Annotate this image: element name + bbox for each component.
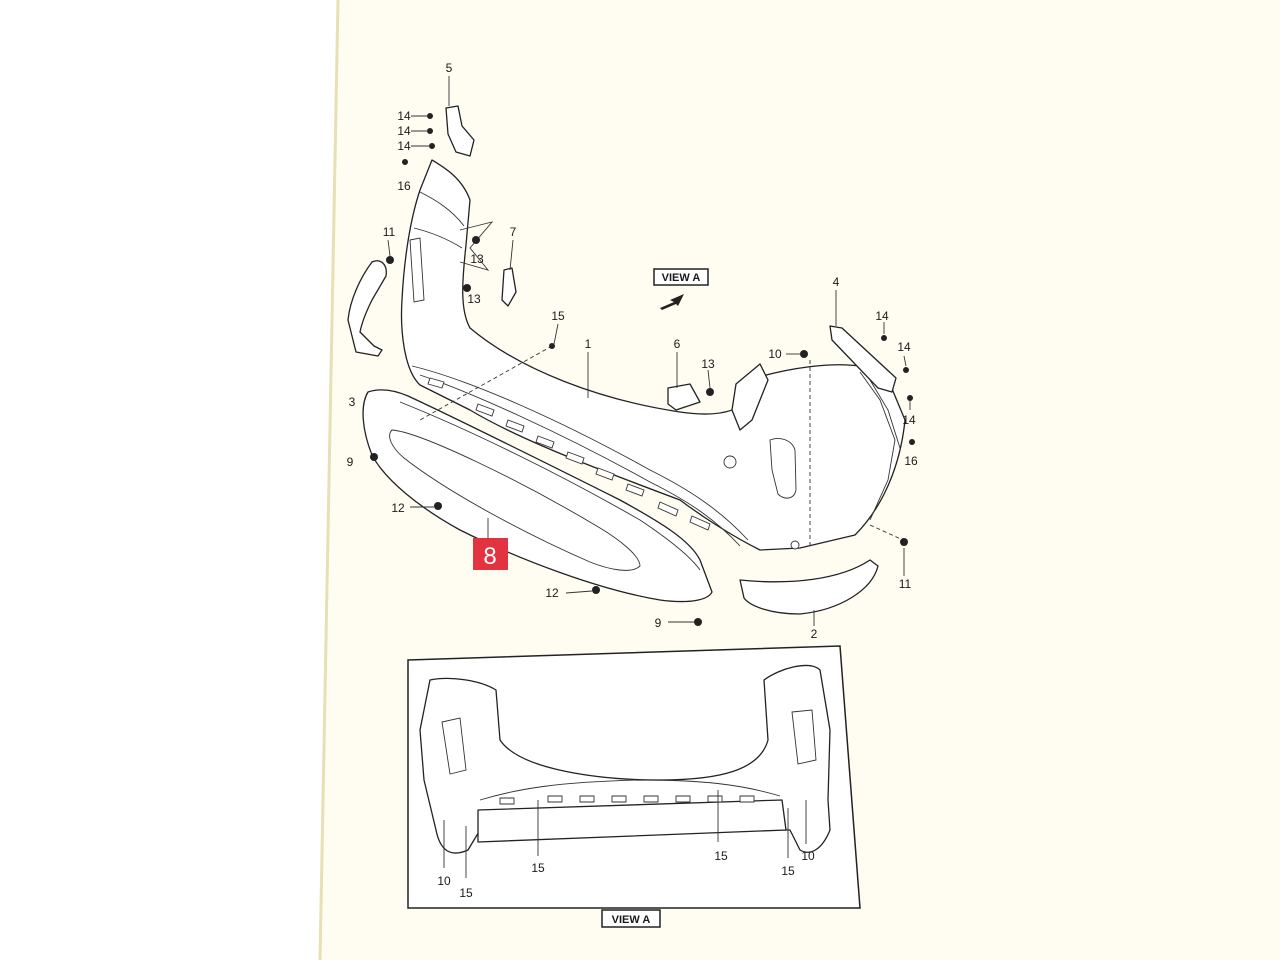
label-9a: 9 <box>347 455 354 469</box>
screw-14b <box>427 128 433 134</box>
view-a-tag-bottom-box <box>601 909 661 928</box>
screw-14c <box>429 143 435 149</box>
screw-15a <box>549 343 555 349</box>
label-14f: 14 <box>902 413 916 427</box>
screw-14f <box>907 395 913 401</box>
label-5: 5 <box>446 61 453 75</box>
view-a-inset: VIEW A <box>407 645 861 928</box>
bracket-part-4 <box>829 325 897 393</box>
label-1: 1 <box>585 337 592 351</box>
label-14a: 14 <box>397 109 411 123</box>
bracket-part-3 <box>347 260 387 357</box>
screw-14e <box>903 367 909 373</box>
bracket-part-6b <box>731 363 769 431</box>
screw-14d <box>881 335 887 341</box>
highlight-badge-label: 8 <box>483 543 496 570</box>
label-16a: 16 <box>397 179 411 193</box>
label-view-15b: 15 <box>531 861 545 875</box>
label-9b: 9 <box>655 616 662 630</box>
label-14e: 14 <box>897 340 911 354</box>
label-view-15a: 15 <box>459 886 473 900</box>
label-13c: 13 <box>701 357 715 371</box>
fasteners <box>370 113 915 626</box>
label-6: 6 <box>674 337 681 351</box>
bolt-13c <box>706 388 714 396</box>
label-2: 2 <box>811 627 818 641</box>
bumper-cover <box>400 159 906 551</box>
label-15a: 15 <box>551 309 565 323</box>
bolt-13a <box>472 236 480 244</box>
bracket-part-5 <box>445 105 475 157</box>
bolt-12a <box>434 502 442 510</box>
label-11a: 11 <box>383 225 396 239</box>
callout-labels: 5 14 14 14 16 11 7 13 13 3 15 1 6 13 10 … <box>347 61 918 900</box>
label-4: 4 <box>833 275 840 289</box>
trim-part-2 <box>739 559 879 615</box>
skid-plate-groove <box>389 429 641 571</box>
bolt-12b <box>592 586 600 594</box>
paper-edge <box>318 0 340 961</box>
label-7: 7 <box>510 225 517 239</box>
label-12b: 12 <box>545 586 559 600</box>
view-a-frame <box>407 645 861 909</box>
nut-9b <box>694 618 702 626</box>
view-a-tag-top: VIEW A <box>662 272 701 284</box>
bolt-13b <box>463 284 471 292</box>
highlight-badge <box>473 538 508 570</box>
label-14d: 14 <box>875 309 889 323</box>
clip-11a <box>386 256 394 264</box>
label-11b: 11 <box>899 577 912 591</box>
label-view-15c: 15 <box>714 849 728 863</box>
label-3: 3 <box>349 395 356 409</box>
label-13a: 13 <box>470 252 484 266</box>
screw-16a <box>402 159 408 165</box>
view-a-tag-top-box <box>653 268 709 286</box>
label-view-15d: 15 <box>781 864 795 878</box>
label-view-10a: 10 <box>437 874 451 888</box>
bracket-part-6 <box>667 383 701 411</box>
nut-9a <box>370 453 378 461</box>
label-13b: 13 <box>467 292 481 306</box>
label-16b: 16 <box>904 454 918 468</box>
bumper-lower-slots <box>427 377 711 531</box>
nut-10a <box>800 350 808 358</box>
label-10a: 10 <box>768 347 782 361</box>
clip-11b <box>900 538 908 546</box>
label-12a: 12 <box>391 501 405 515</box>
screw-14a <box>427 113 433 119</box>
label-view-10b: 10 <box>801 849 815 863</box>
view-a-slots <box>499 795 755 805</box>
label-14b: 14 <box>397 124 411 138</box>
bracket-part-7 <box>501 267 517 307</box>
label-14c: 14 <box>397 139 411 153</box>
view-a-arrow-icon <box>660 294 684 310</box>
view-a-tag-bottom: VIEW A <box>612 914 651 926</box>
screw-16b <box>909 439 915 445</box>
